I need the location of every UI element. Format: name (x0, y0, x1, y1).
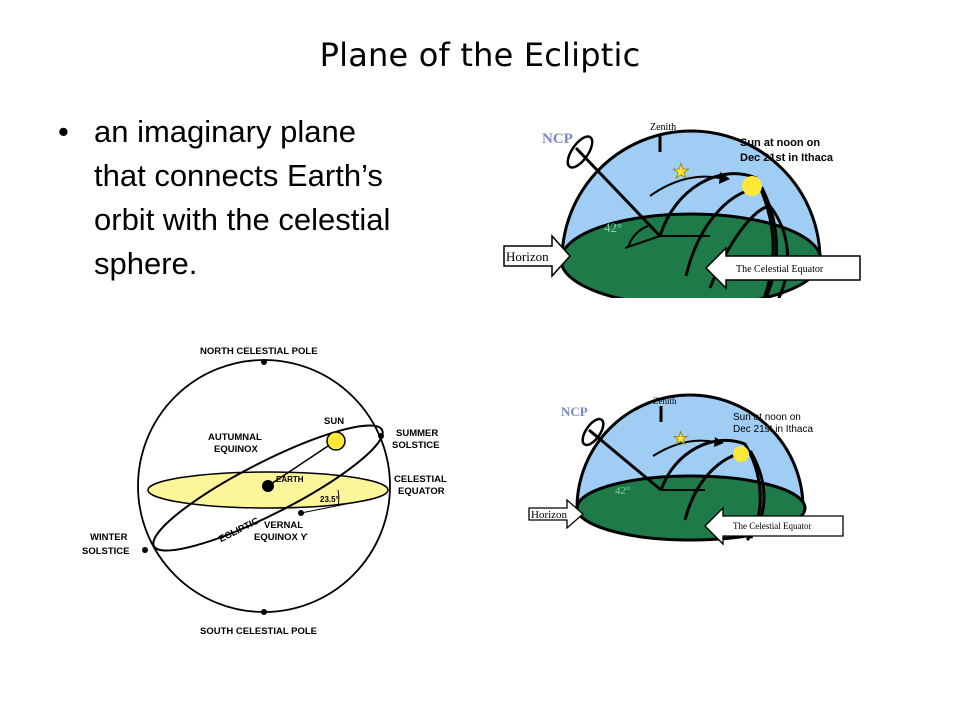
slide-title: Plane of the Ecliptic (319, 36, 641, 74)
winter-label-1: WINTER (90, 532, 128, 543)
star-icon: ★ (672, 161, 690, 183)
zenith-label-small: Zenith (653, 396, 677, 406)
autumnal-label-1: AUTUMNAL (208, 432, 262, 443)
horizon-arrow-small (528, 498, 584, 530)
equator-label-2: EQUATOR (398, 486, 445, 497)
arc-arrowhead-small (714, 437, 724, 447)
polar-axis-small (588, 428, 662, 492)
horizon-diagram-small: ★ Horizon The Celestial Equator NCP Zeni… (528, 393, 844, 546)
ncp-rotation-icon (566, 135, 594, 169)
celestial-equator-arrow (704, 246, 861, 290)
polar-axis (574, 146, 662, 238)
autumnal-label-2: EQUINOX (214, 444, 258, 455)
arc-arrowhead (719, 172, 730, 184)
equator-label-1: CELESTIAL (394, 474, 447, 485)
sun-icon-small (733, 446, 749, 462)
angle-label-small: 42° (615, 485, 630, 497)
vernal-label-1: VERNAL (264, 520, 303, 531)
north-pole-dot (261, 359, 267, 365)
summer-label-2: SOLSTICE (392, 440, 440, 451)
zenith-label: Zenith (650, 122, 676, 133)
angle-ray (624, 235, 661, 249)
ncp-label: NCP (542, 131, 573, 147)
horizon-diagram-large: ★ Horizon The Celestial Equator NCP Zeni… (503, 122, 861, 298)
bullet-line-4: sphere. (94, 246, 198, 281)
sun-caption-line-1-small: Sun at noon on (733, 412, 801, 423)
sun-caption-line-1: Sun at noon on (740, 137, 820, 149)
earth-icon (262, 480, 274, 492)
ecliptic-orbit (152, 424, 384, 552)
angle-label: 42° (604, 220, 622, 235)
bullet-symbol: • (58, 114, 69, 149)
sun-icon-sphere (326, 431, 346, 451)
bullet-line-2: that connects Earth’s (94, 158, 383, 193)
north-pole-label: NORTH CELESTIAL POLE (200, 346, 318, 357)
tilt-arc (337, 489, 340, 507)
sun-icon (742, 176, 762, 196)
horizon-arrow (503, 234, 572, 278)
winter-solstice-dot (142, 547, 148, 553)
celestial-equator-label-small: The Celestial Equator (733, 521, 811, 531)
ncp-rotation-icon-small (581, 417, 605, 447)
earth-label: EARTH (276, 475, 304, 484)
bullet-line-1: an imaginary plane (94, 114, 356, 149)
celestial-equator-label: The Celestial Equator (736, 264, 824, 275)
arc-arrow-small (652, 439, 716, 457)
sun-label: SUN (324, 416, 344, 427)
sun-caption-line-2-small: Dec 21st in Ithaca (733, 424, 813, 435)
south-pole-label: SOUTH CELESTIAL POLE (200, 626, 317, 637)
winter-label-2: SOLSTICE (82, 546, 130, 557)
ncp-label-small: NCP (561, 404, 588, 419)
summer-label-1: SUMMER (396, 428, 438, 439)
tilt-label: 23.5° (320, 495, 339, 504)
south-pole-dot (261, 609, 267, 615)
sun-caption-line-2: Dec 21st in Ithaca (740, 152, 834, 164)
bullet-line-3: orbit with the celestial (94, 202, 391, 237)
star-icon-small: ★ (673, 429, 688, 448)
horizon-label: Horizon (506, 249, 549, 264)
vernal-label-2: EQUINOX ϒ (254, 532, 308, 543)
bullet-point: • an imaginary plane that connects Earth… (58, 110, 458, 286)
summer-solstice-dot (378, 433, 384, 439)
celestial-sphere-diagram: NORTH CELESTIAL POLE SOUTH CELESTIAL POL… (82, 346, 447, 637)
arc-arrow (649, 175, 721, 197)
celestial-equator-arrow-small (704, 506, 844, 546)
horizon-label-small: Horizon (531, 509, 568, 521)
sun-path-small-1 (659, 438, 762, 539)
sun-earth-line (267, 441, 335, 487)
sun-path-3 (708, 204, 790, 298)
